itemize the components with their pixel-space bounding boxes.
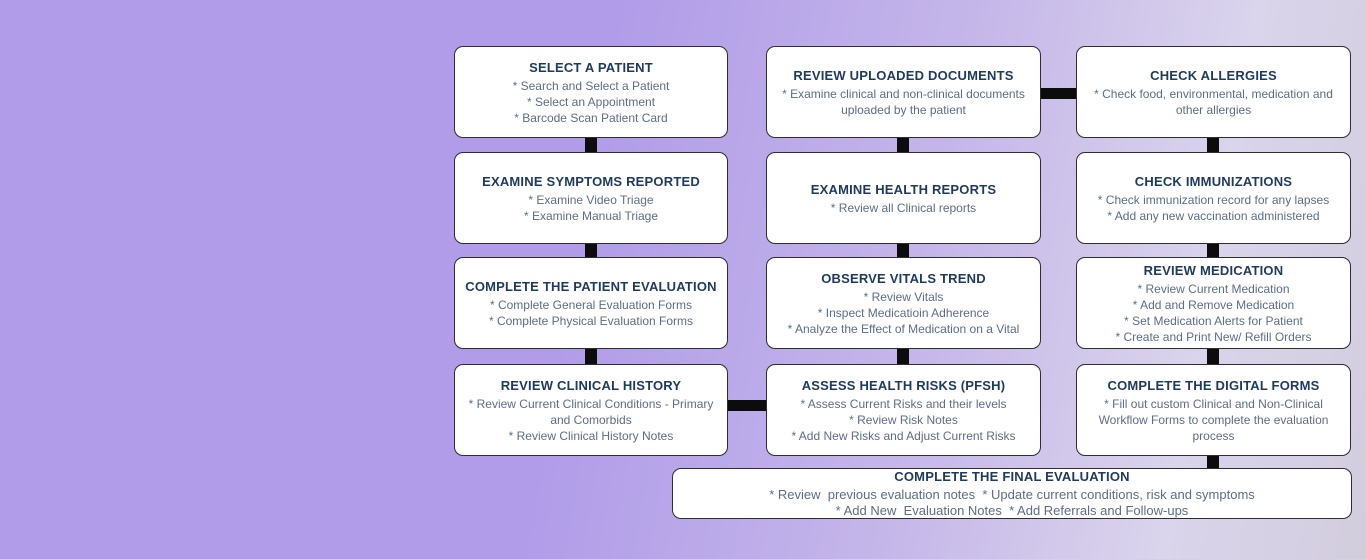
box-item: * Review previous evaluation notes * Upd… — [769, 487, 1255, 502]
flow-box-examine-symptoms-reported: EXAMINE SYMPTOMS REPORTED * Examine Vide… — [454, 152, 728, 244]
flow-box-examine-health-reports: EXAMINE HEALTH REPORTS * Review all Clin… — [766, 152, 1041, 244]
box-item: * Add any new vaccination administered — [1107, 208, 1320, 223]
flow-box-complete-the-digital-forms: COMPLETE THE DIGITAL FORMS * Fill out cu… — [1076, 364, 1351, 456]
connector-col1-row1-row2 — [585, 133, 597, 158]
flow-box-complete-the-final-evaluation: COMPLETE THE FINAL EVALUATION * Review p… — [672, 468, 1352, 519]
box-title: SELECT A PATIENT — [529, 59, 653, 75]
box-title: REVIEW MEDICATION — [1143, 262, 1284, 278]
flow-box-observe-vitals-trend: OBSERVE VITALS TREND * Review Vitals * I… — [766, 257, 1041, 349]
box-title: CHECK IMMUNIZATIONS — [1134, 173, 1293, 189]
box-title: COMPLETE THE PATIENT EVALUATION — [465, 278, 717, 294]
flow-box-check-allergies: CHECK ALLERGIES * Check food, environmen… — [1076, 46, 1351, 138]
flow-box-review-clinical-history: REVIEW CLINICAL HISTORY * Review Current… — [454, 364, 728, 456]
box-title: REVIEW UPLOADED DOCUMENTS — [793, 67, 1014, 83]
connector-col3-row3-row4 — [1207, 344, 1219, 370]
box-item: * Inspect Medicatioin Adherence — [817, 305, 990, 320]
box-item: * Analyze the Effect of Medication on a … — [787, 321, 1020, 336]
box-item: * Complete Physical Evaluation Forms — [488, 313, 694, 328]
box-item: * Select an Appointment — [526, 94, 656, 109]
box-title: EXAMINE SYMPTOMS REPORTED — [482, 173, 700, 189]
box-item: * Examine Manual Triage — [523, 208, 659, 223]
box-title: CHECK ALLERGIES — [1150, 67, 1277, 83]
box-item: * Examine clinical and non-clinical docu… — [782, 86, 1029, 117]
connector-col1-row3-row4 — [585, 344, 597, 370]
box-item: * Search and Select a Patient — [512, 78, 670, 93]
box-item: * Review Clinical History Notes — [508, 428, 674, 443]
box-title: EXAMINE HEALTH REPORTS — [810, 181, 997, 197]
box-item: * Review Current Medication — [1137, 281, 1290, 296]
box-item: * Review Risk Notes — [849, 412, 958, 427]
box-item: * Fill out custom Clinical and Non-Clini… — [1098, 396, 1332, 443]
box-title: COMPLETE THE DIGITAL FORMS — [1107, 377, 1320, 393]
box-title: OBSERVE VITALS TREND — [821, 270, 986, 286]
box-item: * Add and Remove Medication — [1132, 297, 1295, 312]
flow-box-review-uploaded-documents: REVIEW UPLOADED DOCUMENTS * Examine clin… — [766, 46, 1041, 138]
flow-box-complete-the-patient-evaluation: COMPLETE THE PATIENT EVALUATION * Comple… — [454, 257, 728, 349]
box-title: REVIEW CLINICAL HISTORY — [500, 377, 682, 393]
flow-box-check-immunizations: CHECK IMMUNIZATIONS * Check immunization… — [1076, 152, 1351, 244]
box-item: * Add New Evaluation Notes * Add Referra… — [835, 503, 1189, 518]
box-item: * Check food, environmental, medication … — [1094, 86, 1337, 117]
connector-col3-row1-row2 — [1207, 133, 1219, 158]
flow-box-review-medication: REVIEW MEDICATION * Review Current Medic… — [1076, 257, 1351, 349]
box-item: * Examine Video Triage — [528, 192, 654, 207]
connector-row1-col2-col3 — [1030, 88, 1086, 99]
box-title: COMPLETE THE FINAL EVALUATION — [894, 469, 1130, 484]
flow-box-assess-health-risks: ASSESS HEALTH RISKS (PFSH) * Assess Curr… — [766, 364, 1041, 456]
box-item: * Complete General Evaluation Forms — [489, 297, 693, 312]
connector-row4-col1-col2 — [718, 400, 776, 411]
box-item: * Review Current Clinical Conditions - P… — [468, 396, 717, 427]
box-item: * Check immunization record for any laps… — [1097, 192, 1330, 207]
flow-box-select-a-patient: SELECT A PATIENT * Search and Select a P… — [454, 46, 728, 138]
box-item: * Assess Current Risks and their levels — [800, 396, 1007, 411]
box-item: * Review all Clinical reports — [830, 200, 977, 215]
box-item: * Create and Print New/ Refill Orders — [1115, 329, 1312, 344]
box-item: * Set Medication Alerts for Patient — [1124, 313, 1303, 328]
connector-col2-row3-row4 — [897, 344, 909, 370]
box-title: ASSESS HEALTH RISKS (PFSH) — [801, 377, 1006, 393]
box-item: * Add New Risks and Adjust Current Risks — [791, 428, 1016, 443]
box-item: * Barcode Scan Patient Card — [514, 110, 668, 125]
box-item: * Review Vitals — [863, 289, 944, 304]
connector-col2-row1-row2 — [897, 133, 909, 158]
